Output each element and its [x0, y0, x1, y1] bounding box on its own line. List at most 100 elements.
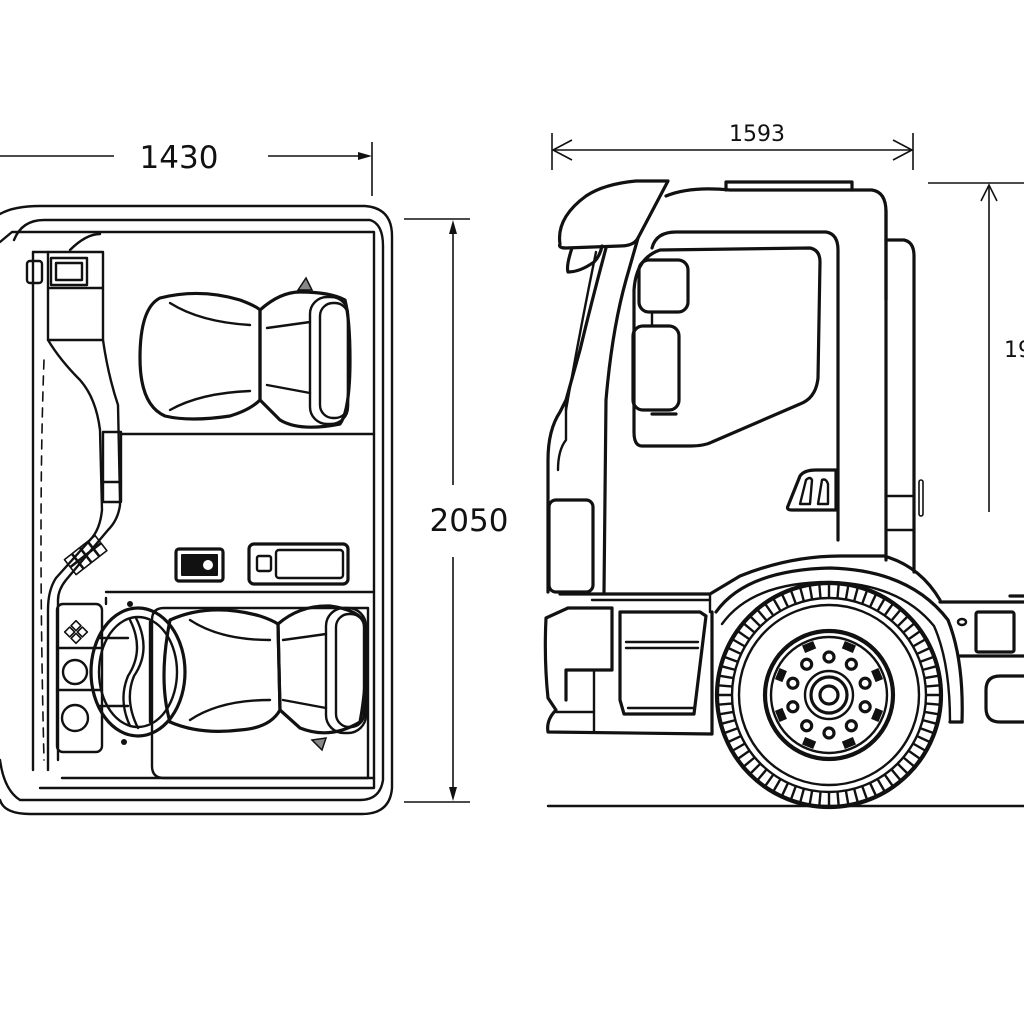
tread-mark: [908, 630, 921, 640]
tread-mark: [897, 616, 908, 627]
lug-nuts: [786, 650, 872, 740]
tread-mark: [890, 768, 901, 781]
tread-mark: [853, 587, 859, 602]
steering-column-pin: [127, 601, 133, 607]
roof-rail: [724, 180, 854, 192]
tread-mark: [772, 598, 782, 612]
cab-length-label: 1593: [729, 122, 785, 147]
mirror-lower: [631, 324, 681, 412]
tread-mark: [876, 778, 886, 792]
tread-mark: [799, 587, 805, 602]
control-panel: [55, 602, 104, 754]
tread-mark: [924, 710, 939, 716]
tread-mark: [861, 785, 868, 800]
rim-slot: [841, 640, 856, 653]
rim-slot: [802, 737, 817, 750]
steering-wheel: [89, 601, 187, 745]
tread-mark: [743, 756, 756, 767]
tread-mark: [869, 594, 877, 608]
tread-mark: [836, 584, 840, 599]
plan-length-dimension: 2050: [404, 218, 508, 803]
tread-mark: [737, 630, 750, 640]
cab-body: [546, 208, 942, 614]
cab-length-dimension: 1593: [551, 122, 914, 170]
tread-mark: [836, 791, 840, 806]
tread-mark: [724, 727, 739, 734]
bolt-icon: [956, 617, 968, 627]
tread-mark: [922, 719, 937, 725]
plan-width-label: 1430: [140, 140, 219, 176]
lug-nut-icon: [822, 650, 836, 664]
console-compartment: [247, 542, 350, 586]
side-panel: [101, 430, 123, 504]
tread-mark: [861, 590, 868, 605]
rim-slot: [774, 668, 787, 683]
tread-mark: [890, 609, 901, 622]
dimension-arrow-up-icon: [449, 220, 457, 234]
tread-mark: [916, 647, 930, 655]
tire-inner: [730, 596, 928, 794]
rim-slot: [774, 707, 787, 722]
lug-nut-icon: [844, 719, 858, 733]
dashboard: [25, 250, 123, 772]
wheel-arch: [714, 566, 964, 724]
cab-shell-outline: [0, 204, 394, 816]
switch-icon: [25, 259, 44, 285]
tread-mark: [925, 684, 940, 688]
seat-lever-icon: [296, 276, 314, 291]
button-cluster-icon: [63, 619, 89, 645]
tread-mark: [808, 790, 814, 805]
tread-mark: [790, 785, 797, 800]
tread-mark: [728, 735, 742, 743]
rim-slot: [841, 737, 856, 750]
tread-mark: [853, 788, 859, 803]
hub-ring: [803, 669, 855, 721]
tread-mark: [764, 603, 774, 616]
lug-nut-icon: [858, 676, 872, 690]
dimension-arrow-icon: [358, 152, 372, 160]
tire-tread: [717, 583, 941, 807]
keypad-icon: [63, 534, 108, 576]
tread-mark: [902, 756, 915, 767]
tread-mark: [922, 665, 937, 671]
plan-width-dimension: 1430: [0, 140, 373, 196]
steering-column-pin: [121, 739, 127, 745]
tread-mark: [808, 585, 814, 600]
display-screen: [54, 261, 84, 282]
tread-mark: [737, 750, 750, 760]
knob-icon: [60, 703, 90, 733]
tread-mark: [718, 702, 733, 706]
dimension-arrow-down-icon: [449, 787, 457, 801]
tread-mark: [757, 609, 768, 622]
knob-icon: [61, 658, 89, 686]
lug-nut-icon: [858, 700, 872, 714]
tread-mark: [924, 674, 939, 680]
side-window: [632, 246, 822, 448]
tread-mark: [912, 742, 926, 752]
center-console: [174, 542, 350, 586]
tread-mark: [925, 702, 940, 706]
roof-spoiler: [557, 179, 888, 302]
lug-nut-icon: [822, 726, 836, 740]
tread-mark: [902, 623, 915, 634]
rear-marker-light: [918, 479, 924, 517]
lug-nut-icon: [786, 700, 800, 714]
tread-mark: [818, 584, 822, 599]
front-bumper: [543, 606, 714, 736]
tread-mark: [781, 782, 789, 796]
seat-lever-icon: [310, 737, 328, 752]
tread-mark: [799, 788, 805, 803]
hub-center-icon: [818, 684, 840, 706]
rim-slot: [871, 668, 884, 683]
console-display: [274, 548, 345, 580]
display-icon: [49, 256, 89, 287]
tread-mark: [884, 774, 894, 787]
cab-height-label: 19: [1004, 338, 1024, 363]
fuel-tank: [984, 674, 1024, 724]
tread-mark: [844, 790, 850, 805]
switch-led: [203, 560, 213, 570]
tread-mark: [781, 594, 789, 608]
lug-nut-icon: [800, 657, 814, 671]
dimension-arrow-right-icon: [892, 139, 914, 161]
